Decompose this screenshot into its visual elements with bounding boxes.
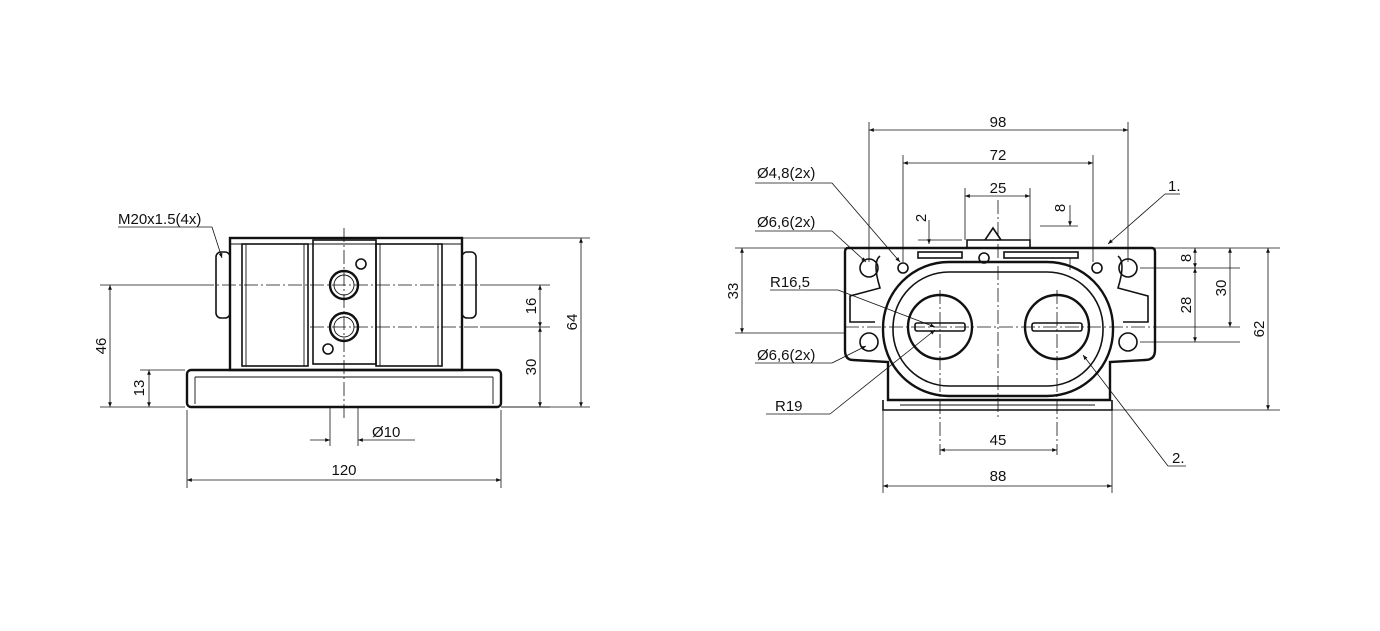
dim-8-right-label: 8	[1178, 254, 1195, 262]
callout-dia66-lower-label: Ø6,6(2x)	[757, 347, 815, 364]
dim-72-label: 72	[990, 147, 1007, 164]
callout-dia66-upper-label: Ø6,6(2x)	[757, 214, 815, 231]
dim-25-label: 25	[990, 180, 1007, 197]
dim-33-label: 33	[725, 283, 742, 300]
callout-1-label: 1.	[1168, 178, 1181, 195]
mount-hole-bl	[859, 332, 879, 352]
thread-callout-label: M20x1.5(4x)	[118, 211, 201, 228]
callout-dia48-label: Ø4,8(2x)	[757, 165, 815, 182]
callout-2-label: 2.	[1172, 450, 1185, 467]
dim-30-label: 30	[523, 359, 540, 376]
dim-2-label: 2	[913, 214, 930, 222]
dim-8-top-label: 8	[1052, 204, 1069, 212]
mount-hole-br	[1118, 332, 1138, 352]
side-view: M20x1.5(4x) 46 13 16 30 64 Ø10 120	[93, 211, 590, 488]
callout-r19-label: R19	[775, 398, 803, 415]
callout-r165-label: R16,5	[770, 274, 810, 291]
dim-13-label: 13	[131, 380, 148, 397]
dim-28-label: 28	[1178, 297, 1195, 314]
dim-dia10-label: Ø10	[372, 424, 400, 441]
mounting-plate	[843, 246, 1157, 402]
front-view: 98 72 25 2 8 Ø4,8(2x) Ø6,6(2x) R16,5 Ø6,…	[725, 114, 1280, 493]
housing-body	[228, 236, 464, 372]
dim-30-label: 30	[1213, 280, 1230, 297]
dim-46-label: 46	[93, 338, 110, 355]
dim-64-label: 64	[564, 314, 581, 331]
dim-16-label: 16	[523, 298, 540, 315]
dim-120-label: 120	[331, 462, 356, 479]
dim-45-label: 45	[990, 432, 1007, 449]
dim-88-label: 88	[990, 468, 1007, 485]
dim-62-label: 62	[1251, 321, 1268, 338]
dim-98-label: 98	[990, 114, 1007, 131]
